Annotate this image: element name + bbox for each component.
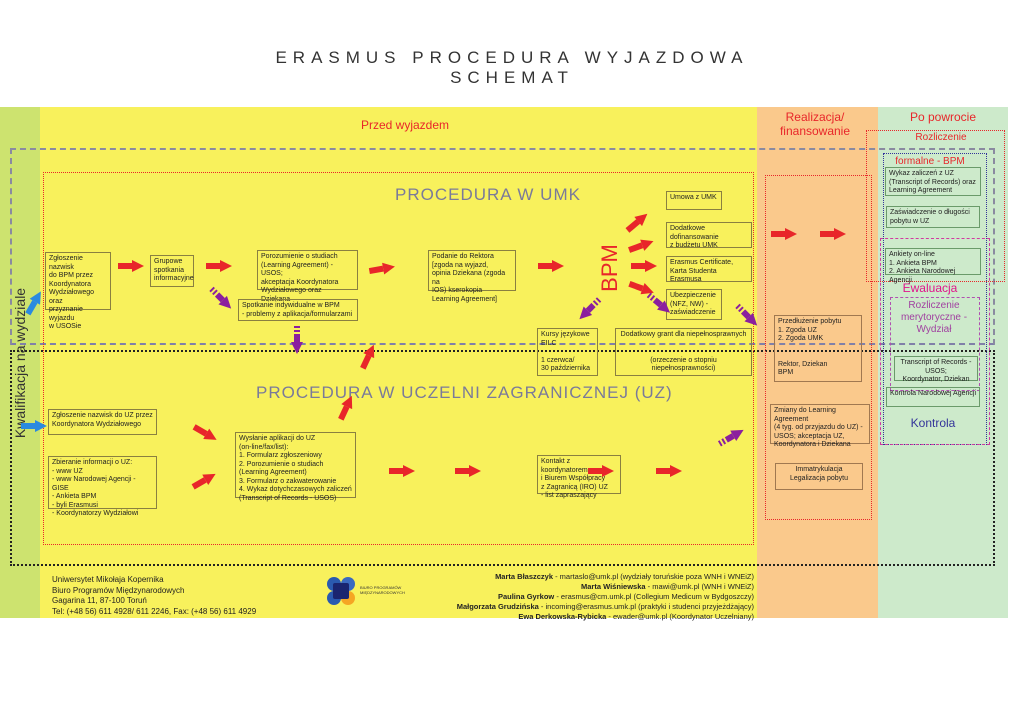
label-kontrola: Kontrola: [910, 416, 956, 430]
contact-info: - ewader@umk.pl (Koordynator Uczelniany): [606, 612, 754, 621]
purple-dashed-arrow-icon: [734, 301, 762, 329]
section-umk: PROCEDURA W UMK: [395, 185, 581, 204]
phase-before: Przed wyjazdem: [360, 118, 450, 132]
box-podanie-rektor: Podanie do Rektora [zgoda na wyjazd, opi…: [428, 250, 516, 303]
footer-contacts: Marta Błaszczyk - martaslo@umk.pl (wydzi…: [457, 572, 754, 622]
arrow-icon: [334, 393, 357, 423]
bpm-logo: [326, 576, 356, 606]
title-line2: SCHEMAT: [450, 68, 574, 87]
arrow-icon: [818, 227, 846, 240]
box-immatrykulacja: Immatrykulacja Legalizacja pobytu: [775, 463, 863, 490]
box-kursy-eilc: Kursy językowe EILC 1 czerwca/ 30 paździ…: [537, 328, 598, 376]
uz-dotted-frame: [10, 350, 995, 566]
box-zbieranie-informacji: Zbieranie informacji o UZ: - www UZ - ww…: [48, 456, 157, 517]
box-porozumienie: Porozumienie o studiach (Learning Agreem…: [257, 250, 358, 303]
arrow-icon: [536, 259, 564, 272]
contact-3: Małgorzata Grudzińska - incoming@erasmus…: [457, 602, 754, 612]
arrow-icon: [188, 468, 218, 492]
arrow-icon: [366, 260, 396, 277]
arrow-icon: [625, 235, 655, 256]
org-address: Gagarina 11, 87-100 Toruń: [52, 596, 147, 605]
box-wykaz-zaliczen: Wykaz zaliczeń z UZ (Transcript of Recor…: [885, 167, 981, 196]
arrow-icon: [190, 420, 220, 444]
band-before: [40, 107, 757, 618]
box-ankiety: Ankiety on-line 1. Ankieta BPM 2. Ankiet…: [885, 248, 981, 284]
arrow-icon: [21, 288, 45, 318]
org-phone: Tel: (+48 56) 611 4928/ 611 2246, Fax: (…: [52, 606, 257, 616]
arrow-icon: [621, 208, 650, 235]
box-zaswiadczenie: Zaświadczenie o długości pobytu w UZ: [886, 206, 980, 228]
title-line1: ERASMUS PROCEDURA WYJAZDOWA: [275, 48, 749, 67]
arrow-icon: [654, 464, 682, 477]
phase-after: Po powrocie: [909, 110, 977, 124]
box-kontrola-na: Kontrola Narodowej Agencji: [886, 387, 980, 407]
contact-1: Marta Wiśniewska - mawi@umk.pl (WNH i WN…: [457, 582, 754, 592]
purple-dashed-arrow-icon: [716, 424, 746, 448]
contact-info: - incoming@erasmus.umk.pl (praktyki i st…: [538, 602, 754, 611]
contact-name: Małgorzata Grudzińska: [456, 602, 539, 611]
label-merytoryczne: Rozliczenie merytoryczne - Wydział: [900, 300, 968, 335]
contact-0: Marta Błaszczyk - martaslo@umk.pl (wydzi…: [457, 572, 754, 582]
box-wyslanie-aplikacji: Wysłanie aplikacji do UZ (on-line/fax/li…: [235, 432, 356, 502]
contact-2: Paulina Gyrkow - erasmus@cm.umk.pl (Coll…: [457, 592, 754, 602]
org-office: Biuro Programów Międzynarodowych: [52, 585, 185, 595]
contact-info: - erasmus@cm.umk.pl (Collegium Medicum w…: [554, 592, 754, 601]
before-red-frame: [43, 172, 754, 545]
purple-dashed-arrow-icon: [576, 296, 604, 324]
box-dofinansowanie: Dodatkowe dofinansowanie z budżetu UMK: [666, 222, 752, 249]
contact-name: Marta Wiśniewska: [581, 582, 646, 591]
box-przedluzenie: Przedłużenie pobytu 1. Zgoda UZ 2. Zgoda…: [774, 315, 862, 382]
box-transcript-usos: Transcript of Records - USOS; Koordynato…: [894, 356, 978, 383]
merytoryczne-frame: [890, 297, 980, 391]
bpm-label: BPM: [596, 244, 622, 292]
box-ubezpieczenie: Ubezpieczenie (NFZ, NW) - zaświadczenie: [666, 289, 722, 320]
box-zmiany-la: Zmiany do Learning Agreement (4 tyg. od …: [770, 404, 870, 448]
box-grupowe-spotkania: Grupowe spotkania informacyjne: [150, 255, 194, 287]
purple-dashed-arrow-icon: [645, 289, 674, 316]
arrow-icon: [626, 277, 656, 298]
arrow-icon: [453, 464, 481, 477]
contact-name: Marta Błaszczyk: [495, 572, 554, 581]
box-grant-niepelnosprawni: Dodatkowy grant dla niepełnosprawnych (o…: [615, 328, 752, 376]
box-zgloszenie-uz: Zgłoszenie nazwisk do UZ przez Koordynat…: [48, 409, 157, 435]
section-uz: PROCEDURA W UCZELNI ZAGRANICZNEJ (UZ): [256, 383, 673, 402]
arrow-icon: [204, 259, 232, 272]
box-kontakt-iro: Kontakt z koordynatorem i Biurem Współpr…: [537, 455, 621, 499]
purple-dashed-arrow-icon: [291, 326, 304, 354]
box-umowa: Umowa z UMK: [666, 191, 722, 210]
arrow-icon: [586, 464, 614, 477]
band-qualification: [0, 107, 40, 618]
phase-during: Realizacja/ finansowanie: [779, 110, 851, 138]
contact-name: Ewa Derkowska-Rybicka: [518, 612, 607, 621]
arrow-icon: [387, 464, 415, 477]
band-during: [757, 107, 878, 618]
arrow-icon: [356, 342, 379, 372]
during-red-frame: [765, 175, 872, 520]
arrow-icon: [116, 259, 144, 272]
contact-name: Paulina Gyrkow: [497, 592, 555, 601]
arrow-icon: [629, 259, 657, 272]
box-erasmus-certificate: Erasmus Certificate, Karta Studenta Eras…: [666, 256, 752, 283]
box-zgloszenie-bpm: Zgłoszenie nazwisk do BPM przez Koordyna…: [45, 252, 111, 330]
contact-4: Ewa Derkowska-Rybicka - ewader@umk.pl (K…: [457, 612, 754, 622]
arrow-icon: [769, 227, 797, 240]
label-ewaluacja: Ewaluacja: [902, 281, 958, 295]
label-rozliczenie: Rozliczenie: [915, 132, 967, 143]
ewaluacja-frame: [880, 238, 990, 445]
org-name: Uniwersytet Mikołaja Kopernika: [52, 575, 164, 584]
purple-dashed-arrow-icon: [208, 284, 236, 312]
footer-org: Uniwersytet Mikołaja Kopernika Biuro Pro…: [52, 575, 256, 617]
box-spotkanie-indywidualne: Spotkanie indywidualne w BPM - problemy …: [238, 299, 358, 321]
logo-text: BIURO PROGRAMÓW MIĘDZYNARODOWYCH: [360, 585, 405, 595]
contact-info: - martaslo@umk.pl (wydziały toruńskie po…: [553, 572, 754, 581]
contact-info: - mawi@umk.pl (WNH i WNEiZ): [645, 582, 754, 591]
arrow-icon: [19, 419, 47, 432]
rozliczenie-frame: [866, 130, 1005, 282]
umk-dashed-frame: [10, 148, 995, 345]
label-formalne: formalne - BPM: [895, 156, 965, 167]
